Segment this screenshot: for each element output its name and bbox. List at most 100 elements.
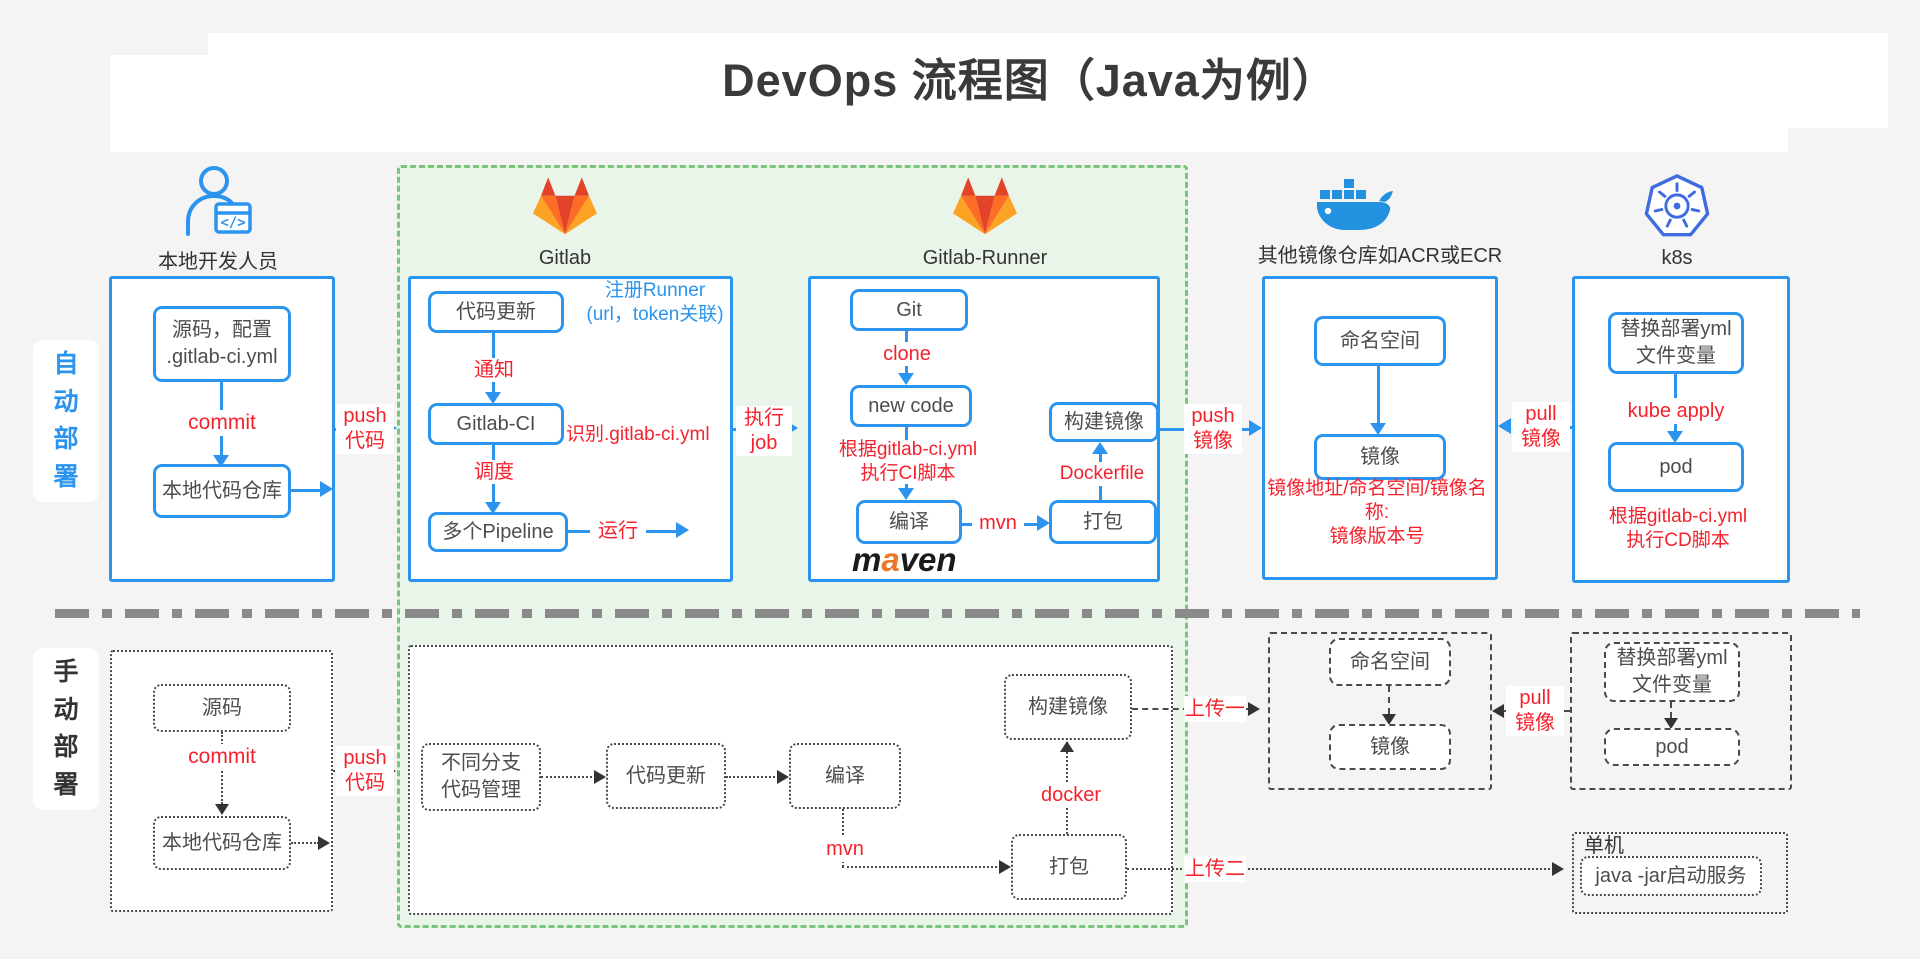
section-divider	[55, 609, 1860, 618]
label-push-code-auto: push 代码	[336, 404, 394, 454]
label-push-code-manual: push 代码	[336, 746, 394, 796]
arrow-repo-out-line	[291, 489, 321, 492]
label-docker: docker	[1036, 782, 1106, 808]
node-replace-yml-manual: 替换部署yml 文件变量	[1604, 642, 1740, 702]
arrow-upload1-head	[1248, 702, 1260, 716]
node-code-update-manual: 代码更新	[606, 743, 726, 809]
node-image-manual: 镜像	[1329, 724, 1451, 770]
label-dockerfile: Dockerfile	[1054, 462, 1150, 486]
node-image-auto: 镜像	[1314, 434, 1446, 480]
label-commit-manual: commit	[178, 744, 266, 770]
arrow-docker-head	[1060, 741, 1074, 752]
arrow-clone-head	[898, 373, 914, 385]
arrow-namespace-manual-head	[1382, 714, 1396, 725]
arrow-commit-manual-head	[215, 804, 229, 815]
label-ci-script-note: 根据gitlab-ci.yml 执行CI脚本	[826, 439, 990, 484]
k8s-label: k8s	[1661, 246, 1693, 269]
node-pod-auto: pod	[1608, 442, 1744, 492]
arrow-pull-image-head	[1498, 418, 1511, 434]
node-branch-mgmt: 不同分支 代码管理	[421, 743, 541, 811]
arrow-push-image-head	[1249, 420, 1262, 436]
arrow-mvn-manual-head	[999, 860, 1011, 874]
arrow-run-head	[676, 522, 689, 538]
arrow-update-compile-head	[777, 770, 789, 784]
node-package-auto: 打包	[1049, 500, 1157, 544]
node-compile-auto: 编译	[856, 500, 962, 544]
node-local-repo-auto: 本地代码仓库	[153, 464, 291, 518]
label-commit-auto: commit	[178, 410, 266, 436]
node-compile-manual: 编译	[789, 743, 901, 809]
standalone-container	[1572, 832, 1788, 914]
page-title: DevOps 流程图（Java为例）	[722, 55, 1338, 106]
label-mvn-manual: mvn	[818, 836, 872, 862]
node-source-config: 源码，配置 .gitlab-ci.yml	[153, 306, 291, 382]
arrow-repo-out-head	[320, 481, 333, 497]
arrow-upload2-head	[1552, 862, 1564, 876]
node-build-image-manual: 构建镜像	[1004, 674, 1132, 740]
arrow-pod-manual-line	[1670, 702, 1672, 718]
arrow-schedule-head	[485, 502, 501, 514]
label-kube-apply: kube apply	[1606, 398, 1746, 424]
node-code-update-auto: 代码更新	[428, 291, 564, 333]
maven-logo-a: a	[881, 541, 900, 578]
manual-deploy-section-label: 手 动 部 署	[33, 648, 99, 810]
arrow-namespace-head	[1370, 423, 1386, 435]
arrow-repo-out-manual-head	[318, 836, 330, 850]
node-source-manual: 源码	[153, 684, 291, 732]
auto-deploy-section-label: 自 动 部 署	[33, 340, 99, 502]
label-run: 运行	[590, 518, 646, 544]
label-pull-image-manual: pull 镜像	[1506, 686, 1564, 736]
manual-registry-container	[1268, 632, 1492, 790]
node-gitlab-ci: Gitlab-CI	[428, 403, 564, 445]
node-build-image-auto: 构建镜像	[1049, 402, 1159, 442]
label-notify: 通知	[462, 358, 526, 382]
label-recognize-yml: 识别.gitlab-ci.yml	[566, 424, 710, 446]
maven-logo: maven	[852, 541, 957, 579]
arrow-notify-head	[485, 392, 501, 404]
arrow-branch-update-line	[541, 776, 596, 778]
developer-label: 本地开发人员	[158, 250, 278, 273]
gitlab-label: Gitlab	[538, 246, 592, 269]
node-git: Git	[850, 289, 968, 331]
node-java-jar: java -jar启动服务	[1580, 856, 1762, 896]
header-band-bottom	[110, 55, 1788, 152]
node-namespace-auto: 命名空间	[1314, 316, 1446, 366]
standalone-label: 单机	[1584, 834, 1624, 857]
maven-logo-ven: ven	[899, 541, 957, 578]
node-package-manual: 打包	[1011, 834, 1127, 900]
maven-logo-m: m	[852, 541, 882, 578]
arrow-ci-script-head	[898, 488, 914, 500]
gitlab-runner-icon	[953, 177, 1017, 235]
label-upload-2: 上传二	[1184, 856, 1246, 882]
label-push-image: push 镜像	[1184, 404, 1242, 454]
label-upload-1: 上传一	[1184, 696, 1246, 722]
docker-icon	[1317, 179, 1393, 230]
manual-k8s-container	[1570, 632, 1792, 790]
k8s-icon	[1644, 174, 1710, 237]
label-exec-job: 执行 job	[736, 406, 792, 456]
node-local-repo-manual: 本地代码仓库	[153, 816, 291, 870]
node-new-code: new code	[850, 385, 972, 427]
developer-icon: </>	[186, 166, 252, 236]
label-mvn-auto: mvn	[972, 511, 1024, 535]
arrow-repo-out-manual-line	[291, 842, 319, 844]
node-namespace-manual: 命名空间	[1329, 638, 1451, 686]
svg-text:</>: </>	[220, 215, 245, 231]
gitlab-icon	[533, 177, 597, 235]
arrow-mvn-manual-hline	[842, 866, 1001, 868]
arrow-branch-update-head	[594, 770, 606, 784]
node-replace-yml-auto: 替换部署yml 文件变量	[1608, 312, 1744, 374]
arrow-mvn-head	[1037, 515, 1050, 531]
arrow-dockerfile-head	[1092, 442, 1108, 454]
label-cd-script-note: 根据gitlab-ci.yml 执行CD脚本	[1608, 506, 1748, 551]
arrow-update-compile-line	[726, 776, 779, 778]
arrow-pull-image-manual-head	[1492, 704, 1504, 718]
registry-label: 其他镜像仓库如ACR或ECR	[1257, 244, 1503, 267]
arrow-namespace-line	[1377, 366, 1380, 424]
label-pull-image: pull 镜像	[1512, 402, 1570, 452]
arrow-namespace-manual-line	[1388, 686, 1390, 714]
node-pod-manual: pod	[1604, 728, 1740, 766]
label-register-runner: 注册Runner (url，token关联)	[586, 280, 724, 325]
node-pipelines: 多个Pipeline	[428, 512, 568, 552]
